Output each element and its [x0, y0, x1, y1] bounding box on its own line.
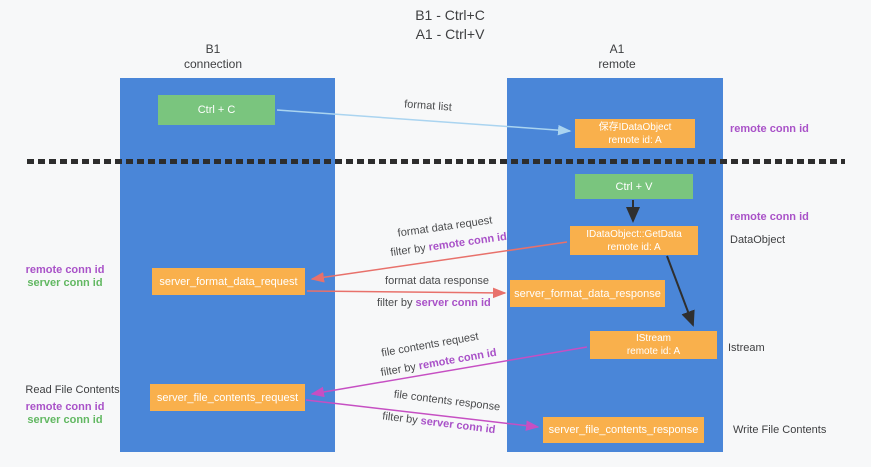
- filter-by-text: filter by: [379, 361, 417, 379]
- right-column-name: A1: [609, 42, 625, 56]
- format-data-response-filter-label: filter by server conn id: [377, 297, 491, 309]
- filter-by-text: filter by: [381, 410, 419, 427]
- istream-line2: remote id: A: [626, 346, 681, 357]
- title-line-1: B1 - Ctrl+C: [415, 7, 485, 23]
- file-contents-response-filter-label: filter by server conn id: [381, 410, 497, 437]
- remote-conn-id-annotation-mid: remote conn id: [730, 211, 809, 223]
- server-conn-id-text: server conn id: [415, 297, 491, 309]
- server-format-data-request-label: server_format_data_request: [159, 275, 298, 288]
- ctrl-c-box: Ctrl + C: [158, 95, 275, 125]
- ctrl-v-label: Ctrl + V: [615, 180, 653, 193]
- left-conn-id-annotation-bottom: remote conn id server conn id: [20, 401, 110, 427]
- remote-conn-id-text: remote conn id: [25, 401, 105, 413]
- server-file-contents-response-box: server_file_contents_response: [543, 417, 704, 443]
- filter-by-text: filter by: [389, 242, 427, 260]
- remote-conn-id-text: remote conn id: [25, 264, 105, 276]
- format-list-label: format list: [403, 98, 453, 114]
- read-file-contents-annotation: Read File Contents: [25, 384, 120, 396]
- left-column-name: B1: [205, 42, 221, 56]
- remote-conn-id-annotation-top: remote conn id: [730, 123, 809, 135]
- ctrl-v-box: Ctrl + V: [575, 174, 693, 199]
- ctrl-c-label: Ctrl + C: [197, 104, 236, 116]
- filter-by-text: filter by: [377, 297, 413, 309]
- save-idataobject-box: 保存IDataObject remote id: A: [575, 119, 695, 148]
- left-column-role: connection: [183, 57, 243, 71]
- istream-line1: IStream: [635, 333, 671, 344]
- istream-annotation: Istream: [728, 342, 765, 354]
- save-idataobject-line2: remote id: A: [608, 134, 662, 146]
- server-format-data-request-box: server_format_data_request: [152, 268, 305, 295]
- server-conn-id-text: server conn id: [27, 414, 103, 426]
- getdata-box: IDataObject::GetData remote id: A: [570, 226, 698, 255]
- remote-conn-id-text: remote conn id: [427, 230, 508, 254]
- server-format-data-response-label: server_format_data_response: [514, 287, 661, 300]
- save-idataobject-line1: 保存IDataObject: [598, 121, 672, 133]
- server-file-contents-request-box: server_file_contents_request: [150, 384, 305, 411]
- server-file-contents-response-label: server_file_contents_response: [548, 424, 699, 436]
- format-data-response-arrow: [306, 287, 507, 299]
- left-conn-id-annotation-mid: remote conn id server conn id: [20, 264, 110, 290]
- server-file-contents-request-label: server_file_contents_request: [156, 391, 299, 404]
- getdata-line1: IDataObject::GetData: [586, 228, 682, 240]
- istream-box: IStream remote id: A: [590, 331, 717, 359]
- diagram-title: B1 - Ctrl+C A1 - Ctrl+V: [350, 6, 550, 44]
- left-column-header: B1 connection: [143, 42, 283, 72]
- server-conn-id-text: server conn id: [419, 415, 497, 437]
- dashed-separator-line: [27, 159, 845, 164]
- dataobject-annotation: DataObject: [730, 234, 786, 246]
- file-contents-response-label: file contents response: [393, 388, 501, 414]
- server-format-data-response-box: server_format_data_response: [510, 280, 665, 307]
- right-column-role: remote: [598, 57, 636, 71]
- getdata-line2: remote id: A: [607, 241, 661, 253]
- right-column-header: A1 remote: [547, 42, 687, 72]
- title-line-2: A1 - Ctrl+V: [415, 26, 485, 42]
- write-file-contents-annotation: Write File Contents: [733, 424, 827, 436]
- format-data-response-label: format data response: [385, 275, 489, 287]
- server-conn-id-text: server conn id: [27, 277, 103, 289]
